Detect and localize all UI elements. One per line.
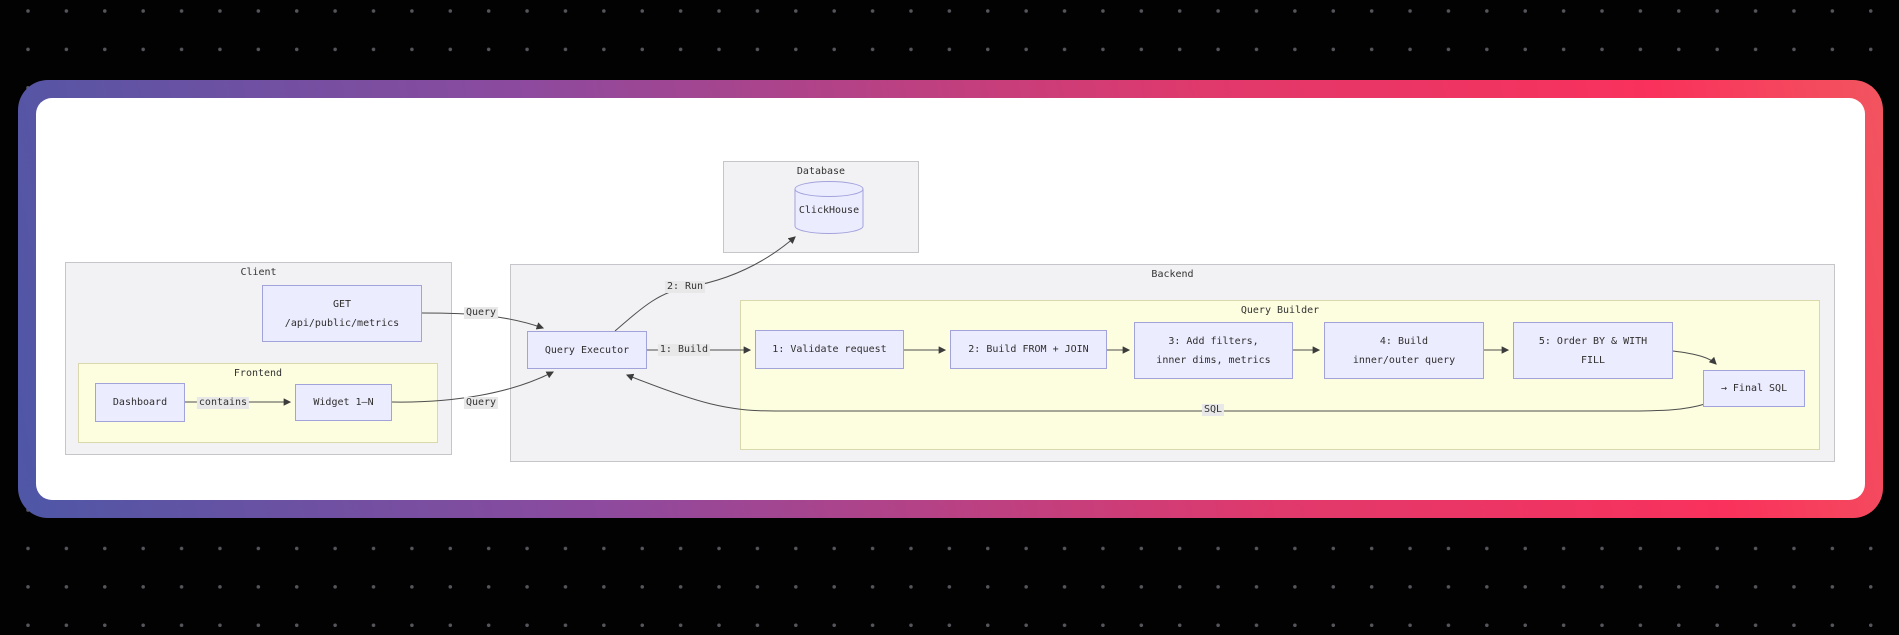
cluster-backend-title: Backend <box>1151 269 1194 280</box>
node-widget: Widget 1–N <box>295 384 392 421</box>
node-clickhouse-label: ClickHouse <box>798 205 860 216</box>
edge-query-bottom <box>392 371 555 402</box>
node-get-endpoint-line2: /api/public/metrics <box>284 317 400 329</box>
node-step5-line1: 5: Order BY & WITH <box>1538 335 1648 347</box>
node-step5: 5: Order BY & WITH FILL <box>1513 322 1673 379</box>
edge-label-run: 2: Run <box>664 281 706 293</box>
node-step2: 2: Build FROM + JOIN <box>950 330 1107 369</box>
edge-step5-final <box>1673 351 1717 365</box>
node-get-endpoint-line1: GET <box>332 298 352 310</box>
node-query-executor: Query Executor <box>527 331 647 369</box>
cluster-frontend-title: Frontend <box>233 368 283 379</box>
node-step3: 3: Add filters, inner dims, metrics <box>1134 322 1293 379</box>
edge-label-query-top: Query <box>463 307 499 319</box>
node-step4-line1: 4: Build <box>1379 335 1429 347</box>
cluster-database-title: Database <box>796 166 846 177</box>
node-step4-line2: inner/outer query <box>1352 354 1456 366</box>
edge-label-contains: contains <box>196 397 250 409</box>
edge-label-build: 1: Build <box>657 344 711 356</box>
edge-label-query-bottom: Query <box>463 397 499 409</box>
node-dashboard: Dashboard <box>95 383 185 422</box>
node-step1: 1: Validate request <box>755 330 904 369</box>
cluster-client-title: Client <box>240 267 277 278</box>
node-step3-line1: 3: Add filters, <box>1168 335 1259 347</box>
clickhouse-cylinder <box>795 182 863 234</box>
edge-sql-return <box>625 373 1705 411</box>
node-step3-line2: inner dims, metrics <box>1156 354 1271 366</box>
node-step5-line2: FILL <box>1580 354 1606 366</box>
node-final-sql: → Final SQL <box>1703 370 1805 407</box>
cluster-database: Database <box>723 161 919 253</box>
cluster-query-builder-title: Query Builder <box>1240 305 1320 316</box>
edge-label-sql: SQL <box>1201 404 1225 416</box>
node-get-endpoint: GET /api/public/metrics <box>262 285 422 342</box>
node-step4: 4: Build inner/outer query <box>1324 322 1484 379</box>
